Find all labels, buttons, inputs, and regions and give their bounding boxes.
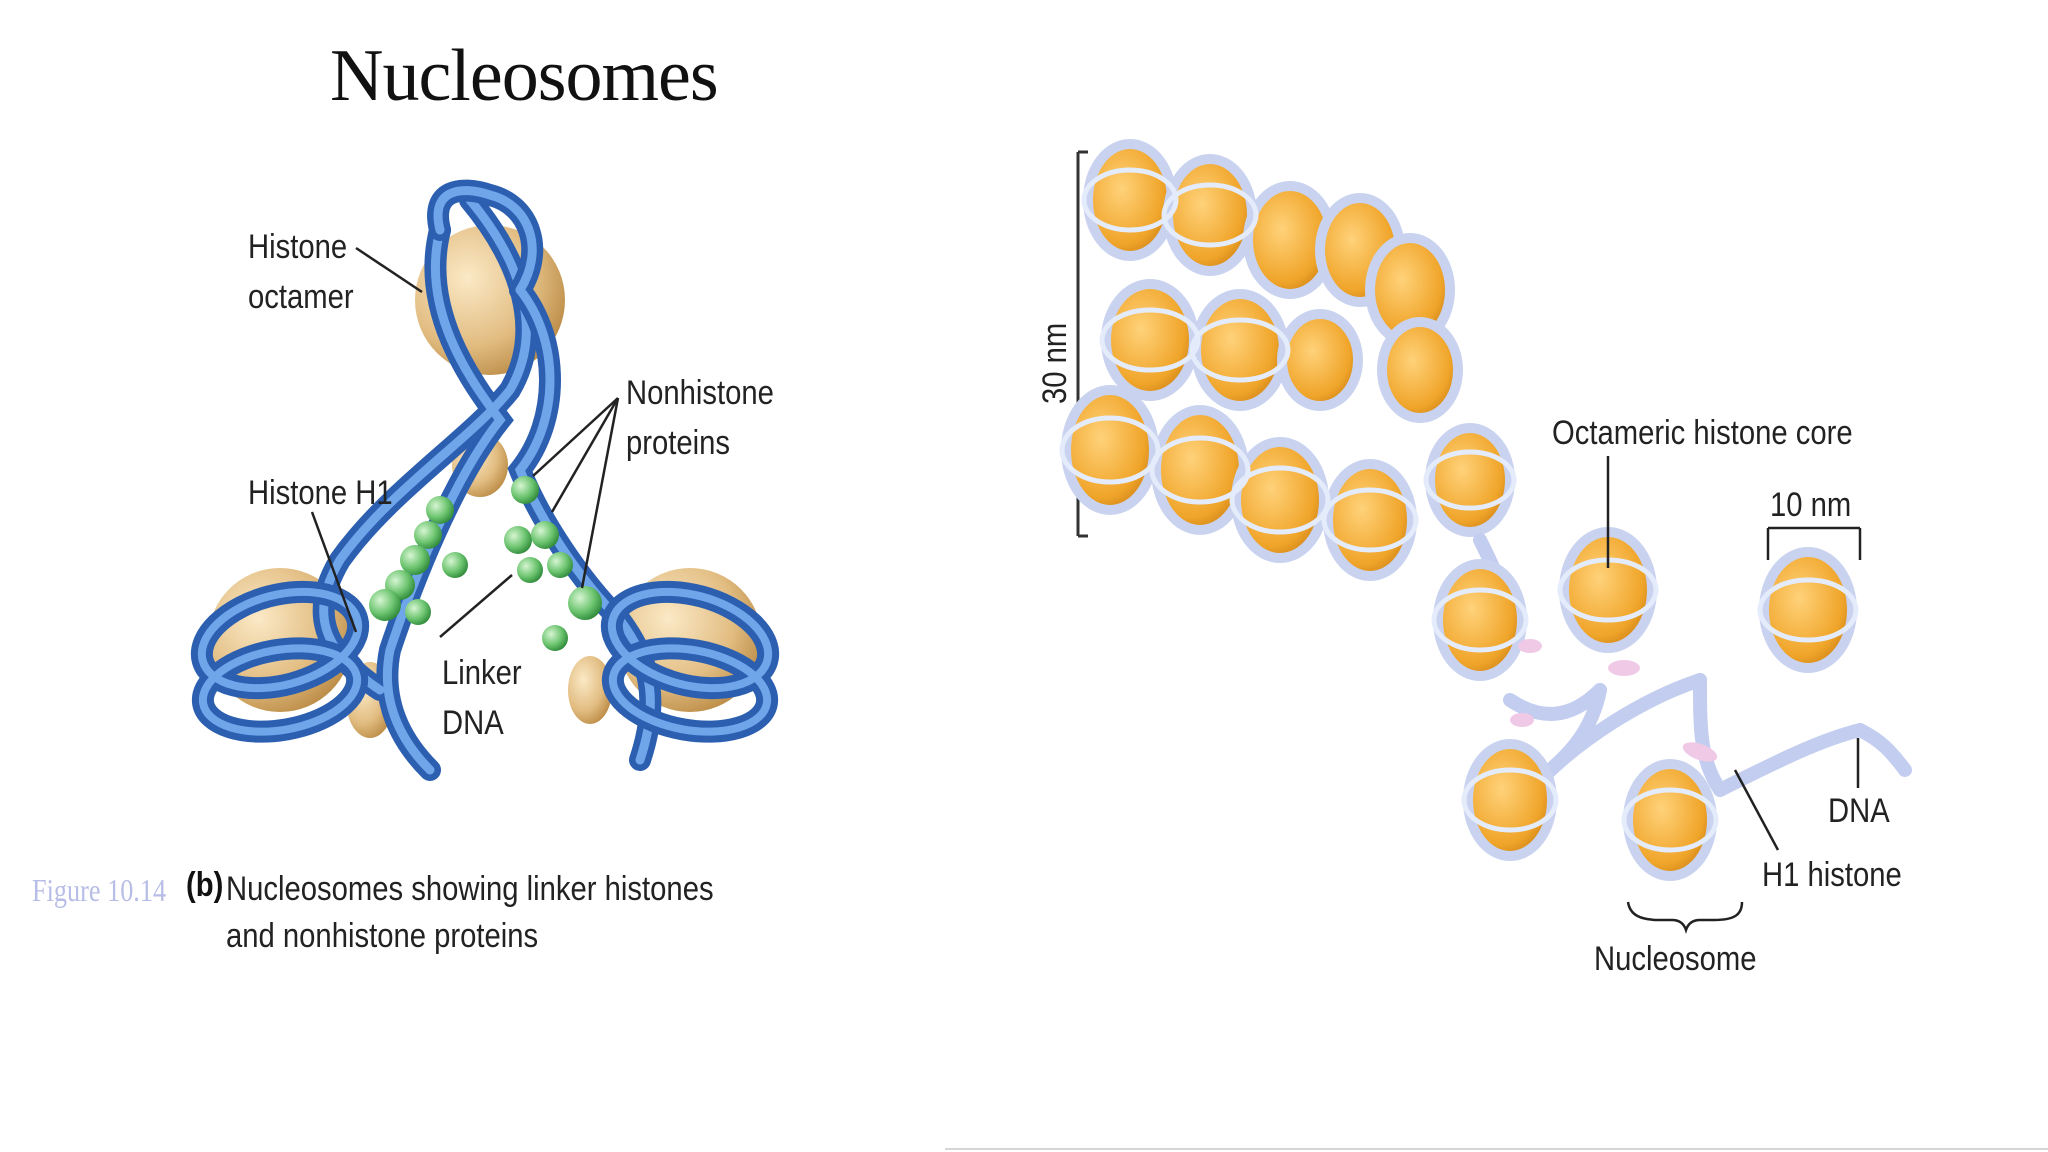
label-octameric-histone-core: Octameric histone core <box>1552 414 1853 452</box>
left-nucleosome-diagram <box>190 179 780 781</box>
label-10nm: 10 nm <box>1770 486 1852 524</box>
h1-histone-blobs <box>1510 639 1718 762</box>
label-h1-histone: H1 histone <box>1762 856 1902 894</box>
label-nonhistone-proteins: Nonhistone proteins <box>626 374 774 462</box>
histone-h1-right <box>568 656 612 724</box>
figure-caption: Nucleosomes showing linker histones and … <box>226 870 714 955</box>
nonhistone-proteins-left <box>369 496 468 625</box>
page-title: Nucleosomes <box>330 35 719 117</box>
caption-letter: (b) <box>186 866 224 904</box>
label-dna: DNA <box>1828 792 1890 830</box>
right-leader-lines <box>1606 456 1862 934</box>
left-leader-lines <box>310 246 620 638</box>
label-histone-octamer: Histone octamer <box>248 228 354 316</box>
label-linker-dna: Linker DNA <box>442 654 522 742</box>
figure-number: Figure 10.14 <box>32 872 167 908</box>
right-chromatin-diagram <box>1059 139 1912 934</box>
label-histone-h1: Histone H1 <box>248 474 393 512</box>
label-30nm: 30 nm <box>1036 322 1074 404</box>
solenoid-fiber <box>1059 139 1517 581</box>
bottom-divider <box>945 1148 2048 1150</box>
label-nucleosome: Nucleosome <box>1594 940 1757 978</box>
nonhistone-proteins-right <box>504 476 602 651</box>
